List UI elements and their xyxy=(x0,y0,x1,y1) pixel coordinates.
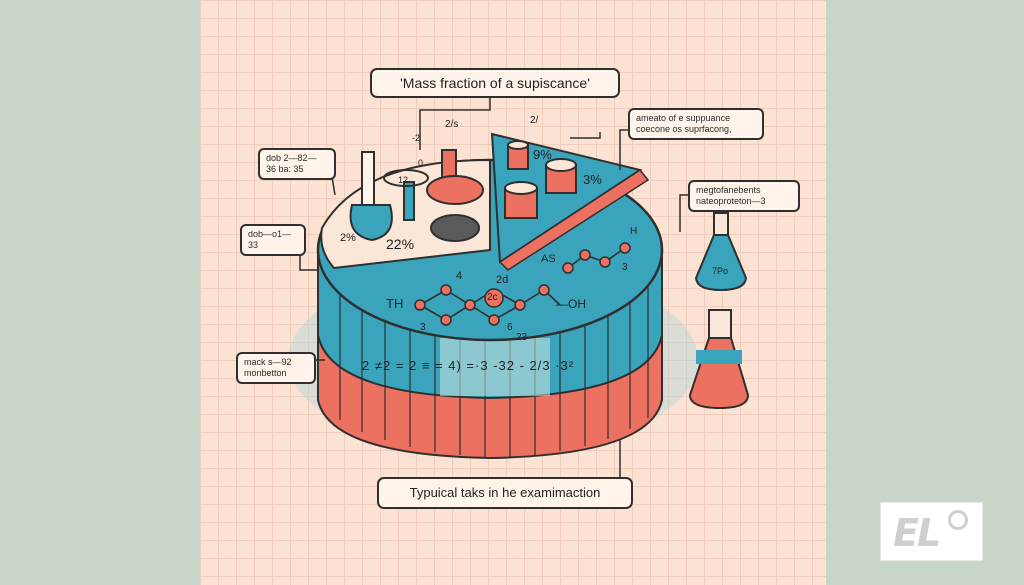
pie-side-highlight xyxy=(440,338,550,396)
flask-mark-2: 12 xyxy=(398,175,409,185)
small-molecule-right: 3 xyxy=(622,262,628,273)
label-top-right-line-1: ameato of e suppuance xyxy=(636,113,731,123)
flask-right-label: 7Po xyxy=(712,266,729,276)
pie-percent-blue: 3% xyxy=(583,172,602,187)
molecule-atoms xyxy=(414,242,631,326)
brand-logo: EL xyxy=(881,503,982,560)
beaker-group xyxy=(349,149,484,242)
label-left-bottom-line-2: monbetton xyxy=(244,368,287,378)
flask-mark-1: -2 xyxy=(412,133,421,143)
label-left-bottom: mack s—92 monbetton xyxy=(236,352,316,384)
pie-percent-top-a: 9% xyxy=(533,147,552,162)
molecule-top-left-label: 4 xyxy=(456,270,463,282)
label-right-mid-line-1: megtofanebents xyxy=(696,185,761,195)
left-side-panel xyxy=(0,0,200,585)
small-molecule-h: H xyxy=(630,226,638,237)
disc-stacks xyxy=(504,140,577,219)
flask-right-bottom xyxy=(688,309,750,410)
label-right-mid-line-2: nateoproteton—3 xyxy=(696,196,766,206)
molecule-right-label: —OH xyxy=(556,297,586,311)
pie-slice-edge xyxy=(498,168,650,271)
page-title: 'Mass fraction of a supiscance' xyxy=(370,68,620,98)
label-left-top-line-2: 36 ba: 35 xyxy=(266,164,304,174)
pie-top-mark-a: 2/ xyxy=(530,115,539,126)
pie-percent-left-b: 22% xyxy=(386,236,415,252)
right-side-panel xyxy=(826,0,1024,585)
label-left-top-line-1: dob 2—82— xyxy=(266,153,317,163)
label-right-mid: megtofanebents nateoproteton—3 xyxy=(688,180,800,212)
logo-dot-icon xyxy=(948,510,968,530)
pie-band-text: 2 ≠2 = 2 ≡ = 4) =·3 -32 - 2/3 ·3² xyxy=(362,358,575,373)
flask-right-top xyxy=(694,212,748,292)
label-left-mid-line-2: 33 xyxy=(248,240,259,250)
label-top-right-line-2: coecone os suprfacong, xyxy=(636,124,732,134)
label-left-bottom-line-1: mack s—92 xyxy=(244,357,292,367)
molecule-left-label: TH xyxy=(386,296,404,311)
pie-top-mark-b: 2/s xyxy=(445,119,459,130)
molecule-top-right-label: 2d xyxy=(496,274,509,286)
flask-mark-3: 0 xyxy=(418,158,424,168)
footer-label: Typuical taks in he examimaction xyxy=(377,477,633,509)
molecule-bottom-3: 23 xyxy=(516,332,528,343)
pie-percent-left-a: 2% xyxy=(340,232,356,244)
label-left-mid: dob—o1— 33 xyxy=(240,224,306,256)
molecule-center-label: 2c xyxy=(487,292,498,303)
label-top-right: ameato of e suppuance coecone os suprfac… xyxy=(628,108,764,140)
logo-text: EL xyxy=(893,511,941,555)
small-molecule-left: AS xyxy=(541,253,556,265)
label-left-top: dob 2—82— 36 ba: 35 xyxy=(258,148,336,180)
label-left-mid-line-1: dob—o1— xyxy=(248,229,292,239)
molecule-bottom-1: 3 xyxy=(420,322,426,333)
molecule-bottom-2: 6 xyxy=(507,322,513,333)
